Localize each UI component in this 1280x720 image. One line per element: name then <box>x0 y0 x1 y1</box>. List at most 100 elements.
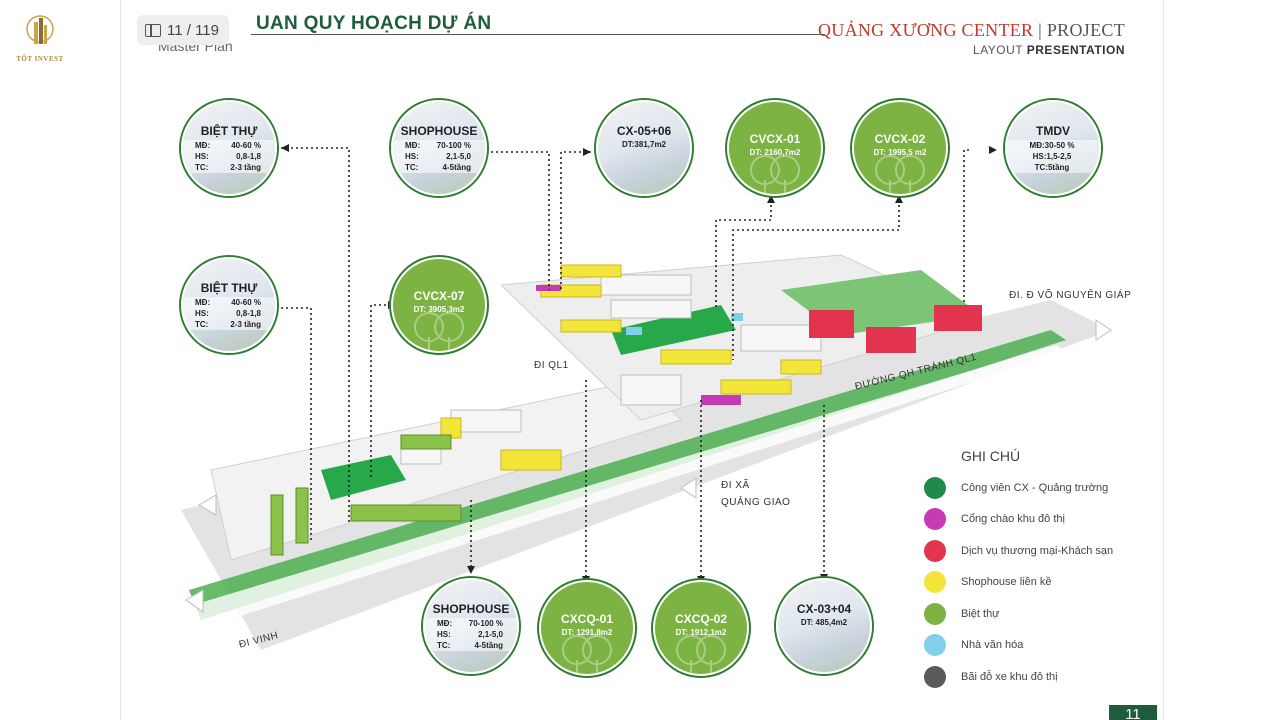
md-label: MĐ: <box>437 619 453 628</box>
hs-value: 2,1-5,0 <box>446 152 471 161</box>
area-label: DT: <box>413 305 427 314</box>
road-label-vo-nguyen-giap: ĐI. Đ VÕ NGUYÊN GIÁP <box>1009 290 1132 301</box>
page-counter-button[interactable]: 11 / 119 <box>137 15 229 45</box>
legend-item: Biệt thự <box>921 598 1113 630</box>
bubble-title: CVCX-02 <box>874 132 926 146</box>
bubble-title: BIỆT THỰ <box>200 124 258 138</box>
bubble-shophouse-bottom: SHOPHOUSE MĐ:70-100 % HS:2,1-5,0 TC:4-5t… <box>423 578 519 674</box>
legend-label: Dịch vụ thương mại-Khách sạn <box>961 544 1114 557</box>
bubble-biet-thu-1: BIỆT THỰ MĐ: 40-60 % HS: 0,8-1,8 TC: 2-3 tầ… <box>181 100 277 196</box>
bubble-cvcx-02: CVCX-02 DT: 1995,5 m2 <box>852 100 948 196</box>
logo-text: TỐT INVEST <box>16 55 64 63</box>
tree-icon <box>875 155 925 194</box>
hs-label: HS: <box>195 309 209 318</box>
cultural-house-2 <box>731 313 743 321</box>
tc-label: TC: <box>195 163 209 172</box>
bubble-tmdv: TMDV MĐ:30-50 % HS:1,5-2,5 TC:5tầng <box>1005 100 1101 196</box>
hs-value: 0,8-1,8 <box>236 152 261 161</box>
area-value: 485,4m2 <box>815 618 848 627</box>
bubble-title: CX-05+06 <box>616 124 672 138</box>
title-rule <box>251 34 825 35</box>
cultural-house-1 <box>626 327 642 335</box>
legend-swatch <box>924 539 946 562</box>
page-title: UAN QUY HOẠCH DỰ ÁN <box>256 13 492 34</box>
brand-separator: | <box>1038 20 1043 40</box>
legend-item: Nhà văn hóa <box>921 630 1113 662</box>
tmdv-line3: TC:5tầng <box>1007 162 1099 173</box>
md-label: MĐ: <box>195 298 211 307</box>
hs-value: 0,8-1,8 <box>236 309 261 318</box>
hs-label: HS: <box>405 152 419 161</box>
bubble-title: CVCX-07 <box>413 289 465 303</box>
bubble-title: CX-03+04 <box>796 602 852 616</box>
bubble-cx-05-06: CX-05+06 DT:381,7m2 <box>596 100 692 196</box>
tree-icon <box>750 155 800 194</box>
area-value: 3905,3m2 <box>428 305 465 314</box>
legend-swatch <box>924 508 946 531</box>
tc-value: 2-3 tầng <box>230 320 261 329</box>
legend-item: Dịch vụ thương mại-Khách sạn <box>921 535 1113 567</box>
md-value: 40-60 % <box>231 141 261 150</box>
md-value: 40-60 % <box>231 298 261 307</box>
md-label: MĐ: <box>195 141 211 150</box>
area-value: 1995,5 m2 <box>888 148 927 157</box>
bubble-biet-thu-2: BIỆT THỰ MĐ:40-60 % HS:0,8-1,8 TC:2-3 tầ… <box>181 257 277 353</box>
leader-lines <box>281 147 969 580</box>
legend: GHI CHÚ Công viên CX - Quảng trường Cổng… <box>921 448 1113 693</box>
area-label: DT: <box>873 148 886 157</box>
brand-suffix: PROJECT <box>1046 20 1125 40</box>
brand-line2-b: PRESENTATION <box>1026 43 1125 57</box>
legend-label: Bãi đỗ xe khu đô thị <box>961 670 1058 683</box>
md-value: 70-100 % <box>468 619 503 628</box>
bubble-title: TMDV <box>1036 124 1070 138</box>
tc-label: TC: <box>437 641 451 650</box>
area-label: DT: <box>675 628 689 637</box>
road-label-xa: ĐI XÃ <box>721 480 750 491</box>
tmdv-line2: HS:1,5-2,5 <box>1007 151 1099 162</box>
cvcx07-park <box>321 455 406 500</box>
legend-swatch <box>924 602 946 625</box>
sidebar-toggle-icon[interactable] <box>145 23 161 37</box>
central-park-strip <box>611 305 736 355</box>
md-value: 70-100 % <box>436 141 471 150</box>
gate-east <box>701 395 741 405</box>
gate-north <box>536 285 561 291</box>
brand-line2-a: LAYOUT <box>973 43 1023 57</box>
bubble-title: SHOPHOUSE <box>400 124 478 138</box>
legend-item: Shophouse liền kề <box>921 567 1113 599</box>
md-label: MĐ: <box>405 141 421 150</box>
tmdv-line1: MĐ:30-50 % <box>1007 140 1099 151</box>
bubble-cxcq-01: CXCQ-01 DT: 1291,8m2 <box>539 580 635 676</box>
legend-title: GHI CHÚ <box>961 448 1021 464</box>
area-value: 2160,7m2 <box>764 148 801 157</box>
bubble-title: CXCQ-01 <box>560 612 613 626</box>
tc-label: TC: <box>195 320 209 329</box>
legend-label: Cổng chào khu đô thị <box>961 513 1065 526</box>
area-value: 1291,8m2 <box>576 628 613 637</box>
legend-swatch <box>924 634 946 657</box>
hs-label: HS: <box>437 630 451 639</box>
legend-item: Công viên CX - Quảng trường <box>921 472 1113 504</box>
legend-label: Công viên CX - Quảng trường <box>961 481 1109 494</box>
tc-value: 4-5tầng <box>474 641 503 650</box>
legend-label: Shophouse liền kề <box>961 576 1052 589</box>
company-logo: TỐT INVEST <box>14 14 66 63</box>
tc-label: TC: <box>405 163 419 172</box>
right-margin <box>1164 0 1280 720</box>
road-label-quang-giao: QUẢNG GIAO <box>721 497 791 508</box>
road-lane <box>193 345 1066 628</box>
tree-icon <box>676 635 726 674</box>
page-counter-text: 11 / 119 <box>167 21 219 39</box>
tc-value: 2-3 tầng <box>230 163 261 172</box>
hs-label: HS: <box>195 152 209 161</box>
legend-item: Bãi đỗ xe khu đô thị <box>921 661 1113 693</box>
road-arrows <box>185 319 1112 613</box>
left-margin: TỐT INVEST <box>0 0 120 720</box>
road-label-ql1: ĐI QL1 <box>534 360 569 371</box>
bubble-title: SHOPHOUSE <box>432 602 510 616</box>
project-brand: QUẢNG XƯƠNG CENTER | PROJECT LAYOUT PRES… <box>818 20 1125 57</box>
tree-icon <box>414 312 464 351</box>
area-value: 1912,1m2 <box>690 628 727 637</box>
bubble-area: DT:381,7m2 <box>621 140 667 149</box>
bubble-title: CXCQ-02 <box>674 612 727 626</box>
